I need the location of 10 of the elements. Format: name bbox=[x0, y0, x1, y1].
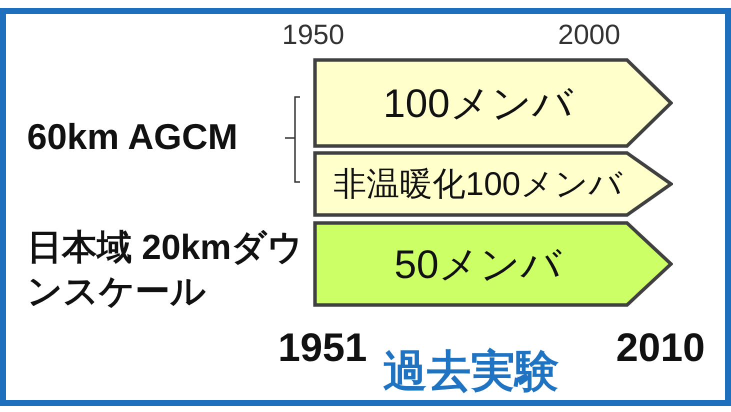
model-label: 60km AGCM bbox=[27, 116, 238, 158]
arrow-box: 非温暖化100メンバ bbox=[313, 151, 673, 217]
year-label: 2010 bbox=[616, 326, 705, 371]
arrow-box: 50メンバ bbox=[313, 221, 673, 307]
arrow-box: 100メンバ bbox=[313, 58, 673, 148]
year-label: 2000 bbox=[558, 19, 620, 51]
year-label: 1950 bbox=[282, 19, 344, 51]
year-label: 1951 bbox=[278, 326, 367, 371]
model-label: 日本域 20kmダウンスケール bbox=[27, 227, 304, 313]
caption: 過去実験 bbox=[383, 346, 559, 398]
